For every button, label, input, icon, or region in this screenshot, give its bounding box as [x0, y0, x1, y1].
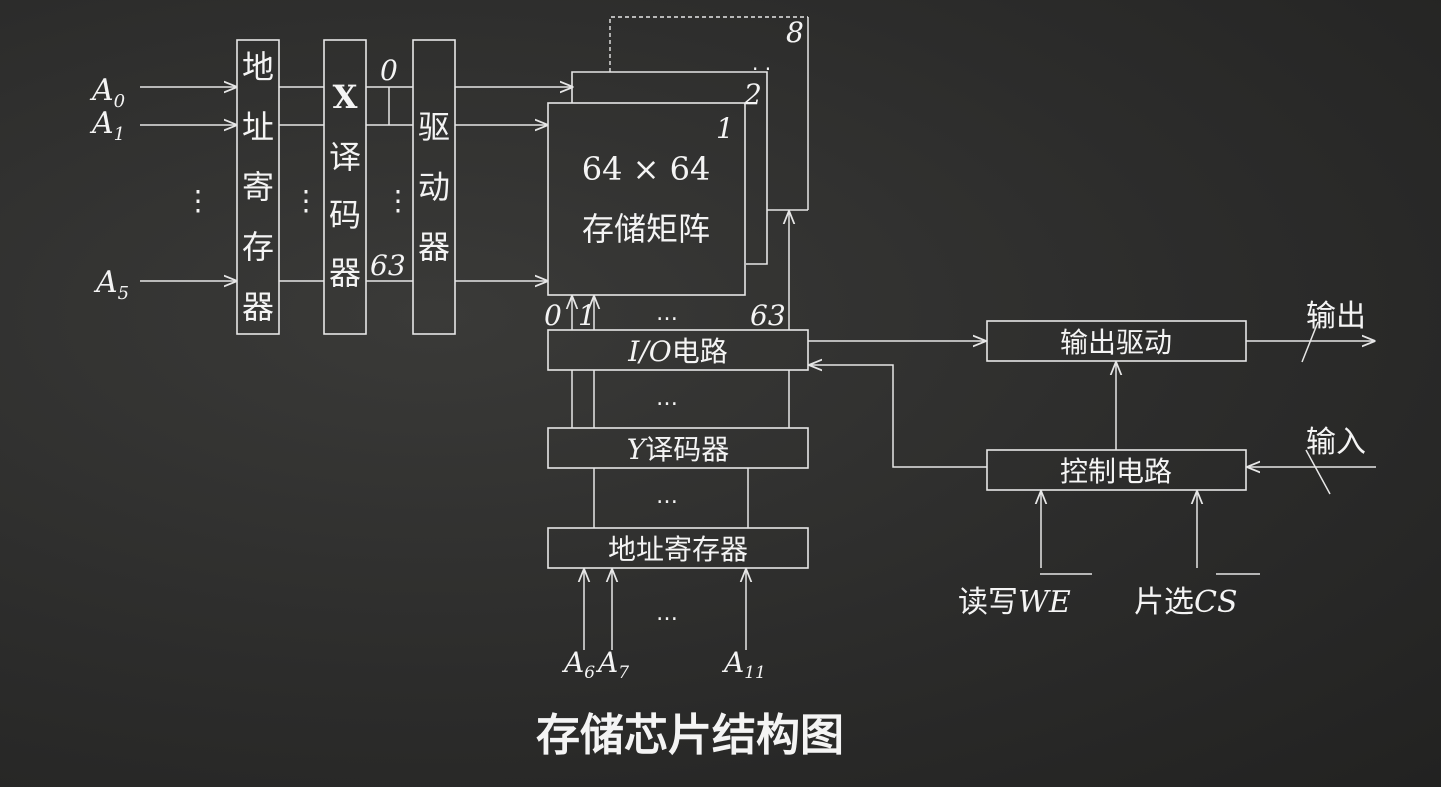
layer-1-label: 1	[716, 112, 734, 145]
chip-select-signal: 片选CS	[1134, 573, 1260, 620]
read-write-signal: 读写WE	[958, 573, 1092, 620]
matrix-size: 64 × 64	[582, 150, 711, 188]
y-decoder: Y译码器	[547, 427, 809, 469]
svg-text:器: 器	[242, 288, 274, 326]
bottom-input-ellipsis: …	[656, 601, 678, 626]
input-label: 输入	[1306, 425, 1366, 460]
input-a0: A0	[89, 73, 236, 112]
svg-text:输出驱动: 输出驱动	[1060, 326, 1172, 359]
control-circuit: 控制电路	[986, 449, 1247, 491]
col-label-1: 1	[578, 299, 596, 332]
svg-text:地址寄存器: 地址寄存器	[608, 533, 748, 566]
matrix-name: 存储矩阵	[582, 210, 710, 248]
io-circuit: I/O电路	[547, 329, 809, 371]
y-addr-ellipsis: …	[656, 484, 678, 509]
svg-text:8: 8	[786, 16, 804, 49]
address-register-bottom: 地址寄存器	[547, 527, 809, 569]
svg-text:驱: 驱	[418, 108, 450, 146]
svg-text:2: 2	[743, 78, 762, 111]
matrix-layer-8: 8 . .	[609, 16, 809, 211]
svg-text:A5: A5	[93, 265, 129, 304]
svg-text:址: 址	[242, 108, 274, 146]
svg-text:控制电路: 控制电路	[1060, 455, 1172, 488]
svg-text:地: 地	[242, 48, 274, 86]
row-label-63: 63	[370, 249, 406, 282]
svg-text:X: X	[333, 78, 358, 116]
svg-text:寄: 寄	[242, 168, 274, 206]
driver: 驱 动 器	[412, 39, 456, 335]
svg-text:器: 器	[418, 228, 450, 266]
svg-text:读写WE: 读写WE	[958, 585, 1071, 620]
svg-text:Y译码器: Y译码器	[627, 433, 730, 466]
svg-text:存: 存	[242, 228, 274, 266]
svg-text:片选CS: 片选CS	[1134, 585, 1238, 620]
svg-text:码: 码	[329, 196, 361, 234]
input-a6: A6	[561, 646, 595, 683]
decoder-driver-ellipsis: ⋮	[384, 184, 412, 217]
io-y-ellipsis: …	[656, 386, 678, 411]
col-label-63: 63	[750, 299, 786, 332]
col-ellipsis: …	[656, 301, 678, 326]
output-label: 输出	[1306, 299, 1366, 334]
x-decoder: X 译 码 器	[323, 39, 367, 335]
svg-text:A0: A0	[89, 73, 125, 112]
addr-decoder-ellipsis: ⋮	[292, 184, 320, 217]
svg-text:动: 动	[418, 168, 450, 206]
left-input-ellipsis: ⋮	[184, 184, 212, 217]
diagram-title: 存储芯片结构图	[536, 710, 844, 761]
matrix-layer-2: 2	[571, 71, 768, 265]
input-a5: A5	[93, 265, 236, 304]
col-label-0: 0	[544, 299, 562, 332]
storage-matrix: 1 64 × 64 存储矩阵	[547, 102, 746, 296]
address-register-left: 地 址 寄 存 器	[236, 39, 280, 335]
svg-text:译: 译	[329, 138, 361, 176]
svg-text:器: 器	[329, 254, 361, 292]
input-a1: A1	[89, 106, 236, 145]
svg-text:A1: A1	[89, 106, 125, 145]
input-a11: A11	[721, 646, 766, 683]
layer-dots: . .	[752, 51, 771, 75]
input-a7: A7	[595, 646, 629, 683]
svg-text:I/O电路: I/O电路	[627, 335, 727, 368]
output-driver: 输出驱动	[986, 320, 1247, 362]
row-label-0: 0	[380, 54, 398, 87]
